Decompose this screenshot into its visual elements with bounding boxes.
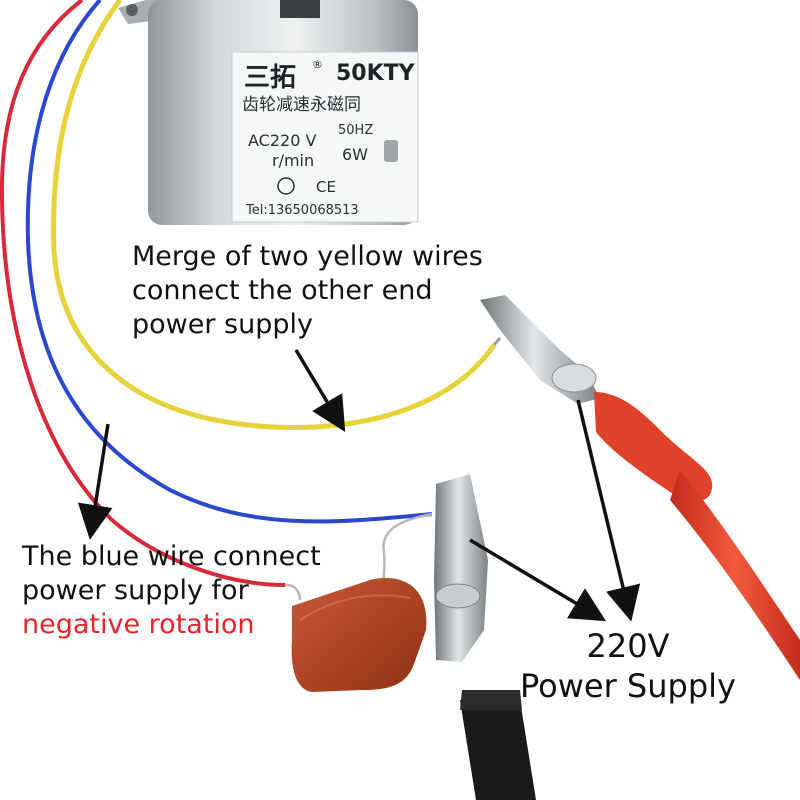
arrow-to-black-clip — [469, 538, 607, 622]
yellow-annotation-line-3: power supply — [132, 309, 313, 340]
blue-wire-annotation: The blue wire connect power supply for n… — [22, 540, 321, 642]
motor-registered-mark: ® — [312, 58, 323, 71]
motor-brand: 三拓 — [244, 63, 296, 93]
arrow-to-yellow-wire — [294, 349, 346, 433]
blue-annotation-line-2: power supply for — [22, 575, 249, 606]
wires — [0, 0, 502, 606]
motor-spec-voltage: AC220 V — [248, 131, 316, 150]
black-alligator-clip — [434, 474, 536, 800]
red-alligator-clip — [480, 295, 800, 680]
motor-model: 50KTY — [336, 61, 416, 86]
yellow-annotation-line-1: Merge of two yellow wires — [132, 241, 483, 272]
motor-spec-ce: CE — [316, 178, 336, 196]
annotation-arrows — [77, 349, 641, 622]
yellow-wire-annotation: Merge of two yellow wires connect the ot… — [132, 240, 483, 342]
motor-subtitle: 齿轮减速永磁同 — [242, 95, 361, 115]
blue-annotation-line-3: negative rotation — [22, 609, 255, 640]
power-annotation-line-1: 220V — [586, 627, 670, 665]
arrow-to-blue-wire — [77, 423, 113, 540]
blue-wire — [25, 0, 433, 524]
blue-annotation-line-1: The blue wire connect — [22, 541, 321, 572]
power-supply-annotation: 220V Power Supply — [520, 626, 736, 706]
motor-spec-tel: Tel:13650068513 — [245, 203, 359, 218]
ccc-mark-icon — [277, 177, 295, 195]
red-wire — [0, 0, 286, 587]
motor-spec-power: 6W — [342, 145, 368, 164]
yellow-wire — [51, 0, 497, 431]
arrow-to-red-clip — [576, 399, 641, 622]
motor-spec-frequency: 50HZ — [338, 123, 373, 138]
gear-motor: 三拓 ® 50KTY 齿轮减速永磁同 AC220 V 50HZ r/min 6W… — [118, 0, 419, 225]
yellow-annotation-line-2: connect the other end — [132, 275, 433, 306]
capacitor — [291, 578, 427, 692]
power-annotation-line-2: Power Supply — [520, 667, 736, 705]
motor-spec-speed: r/min — [272, 151, 314, 170]
